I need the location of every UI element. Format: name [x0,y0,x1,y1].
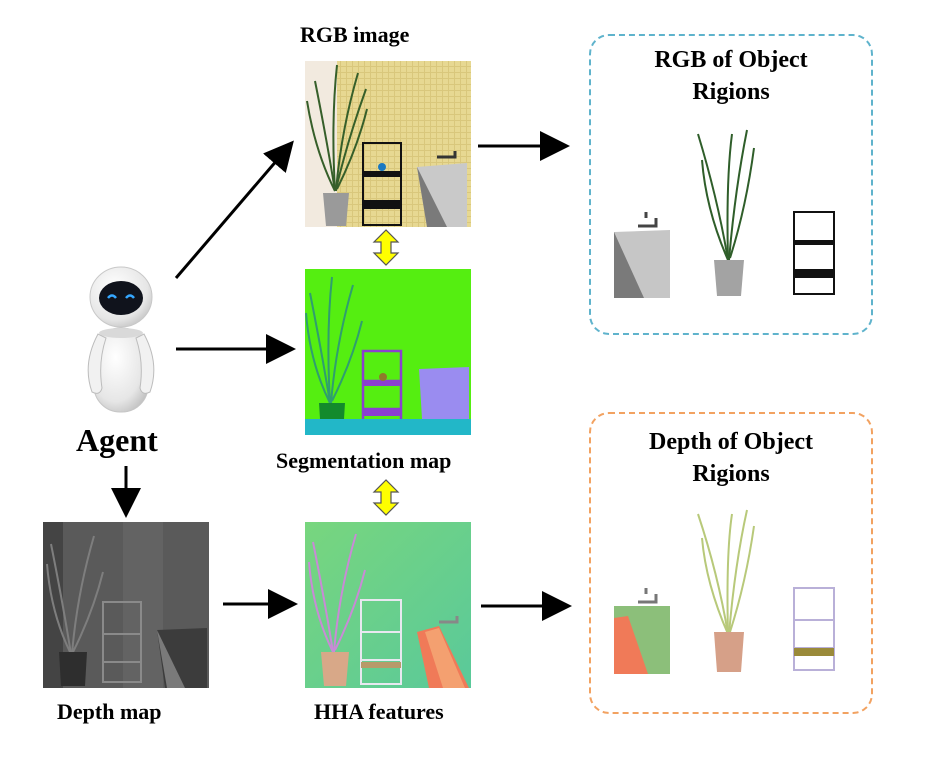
depth-object-regions-title: Depth of Object Rigions [589,426,873,490]
depth-map [43,522,209,688]
arrow-agent-to-rgb [174,140,294,279]
rgb-object-regions-title-line1: RGB of Object [654,47,808,73]
hha-features-title: HHA features [314,699,444,724]
rgb-image-title: RGB image [300,22,410,47]
rgb-object-regions-title: RGB of Object Rigions [589,44,873,108]
rgb-object-regions-box [589,34,873,335]
depth-object-regions-box [589,412,873,714]
segmentation-map [305,269,471,435]
depth-object-regions-title-line1: Depth of Object [649,429,813,455]
agent-label: Agent [76,422,158,458]
rgb-image [305,61,471,227]
rgb-object-regions-title-line2: Rigions [692,79,770,105]
depth-object-regions-title-line2: Rigions [692,461,770,487]
bidirectional-arrow-rgb-seg [372,229,400,266]
depth-map-title: Depth map [57,699,162,724]
depth-object-crops [610,508,850,680]
rgb-object-crops [610,128,850,300]
hha-features [305,522,471,688]
agent-robot-icon [74,262,168,418]
segmentation-map-title: Segmentation map [276,448,452,473]
bidirectional-arrow-seg-hha [372,479,400,516]
